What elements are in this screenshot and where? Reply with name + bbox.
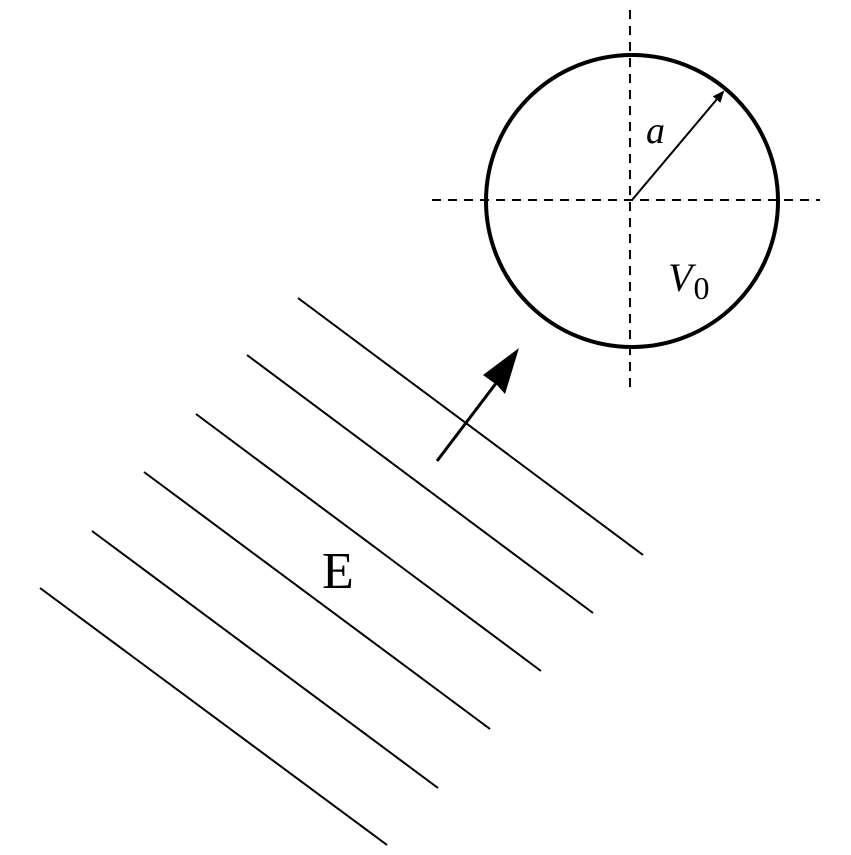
field-label: E (322, 543, 354, 600)
potential-subscript: 0 (693, 270, 710, 306)
field-line (39, 587, 388, 846)
field-direction-arrow (435, 348, 519, 462)
field-line (91, 530, 439, 789)
radius-label: a (646, 110, 665, 152)
field-line (143, 471, 491, 730)
field-lines (39, 297, 644, 846)
potential-symbol: V (668, 255, 693, 300)
field-line (297, 297, 644, 556)
potential-label: V0 (668, 255, 710, 306)
radius-arrow (631, 90, 725, 201)
field-line (195, 413, 542, 672)
sphere (484, 53, 780, 349)
field-line (246, 354, 594, 614)
